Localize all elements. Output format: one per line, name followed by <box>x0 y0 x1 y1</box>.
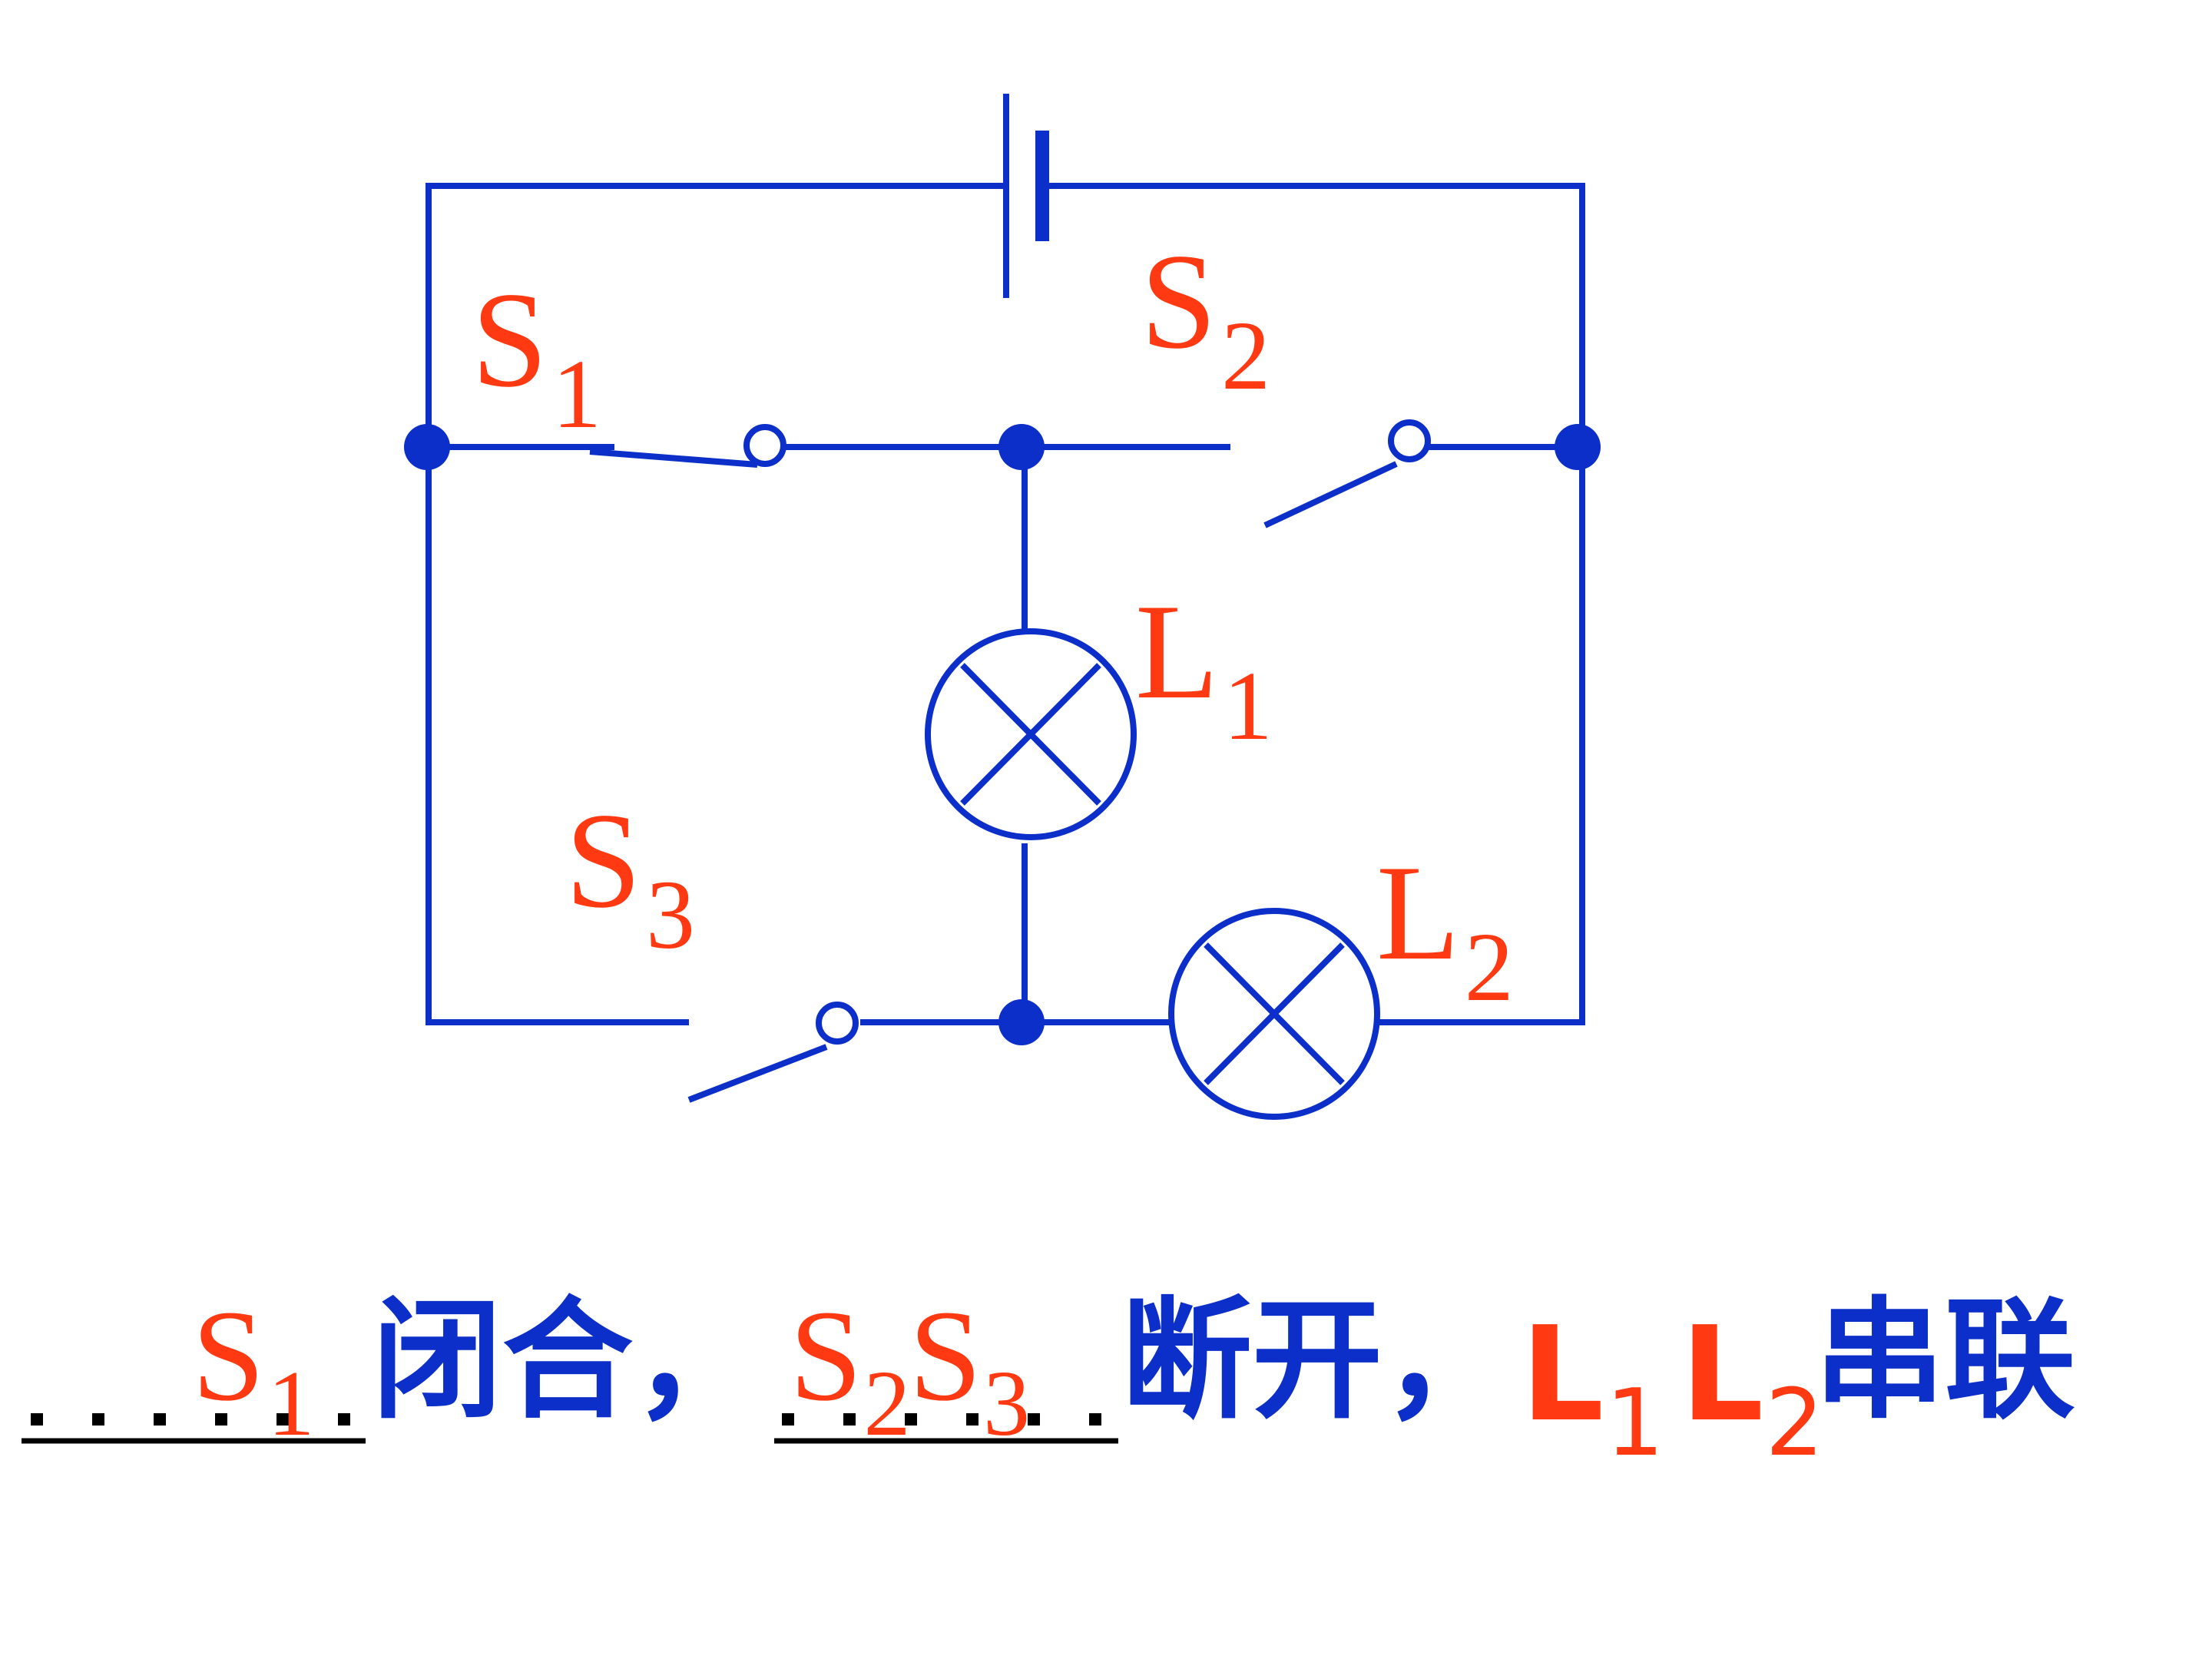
caption-closed-text: 闭合， <box>372 1285 763 1437</box>
switch-s3-blade <box>687 1044 828 1103</box>
switch-s3-contact <box>816 1002 859 1045</box>
label-s1-sub: 1 <box>552 339 601 449</box>
label-l2-main: L <box>1376 836 1460 988</box>
label-l1-sub: 1 <box>1224 651 1273 760</box>
caption-blank-1-sub: 1 <box>268 1352 315 1455</box>
lamps <box>925 628 1380 1120</box>
caption-blank-2a-main: S <box>790 1283 863 1428</box>
caption-lamp-2-main: L <box>1681 1299 1763 1451</box>
caption-blank-2a-sub: 2 <box>864 1352 911 1455</box>
switch-blades <box>589 449 1398 1103</box>
caption-lamp-2: L2 <box>1681 1299 1824 1477</box>
label-s3-sub: 3 <box>646 860 695 969</box>
caption-lamp-1-sub: 1 <box>1605 1370 1664 1477</box>
junction-left <box>404 424 450 470</box>
caption-blank-2b-main: S <box>909 1283 982 1428</box>
switch-s2-blade <box>1263 461 1398 528</box>
caption-blank-2b-sub: 3 <box>983 1352 1030 1455</box>
lamp-l2-symbol <box>1168 908 1380 1120</box>
label-l1-main: L <box>1135 575 1219 727</box>
caption-blank-2-answer: S2S3 <box>790 1283 1030 1455</box>
lamp-l1-circle <box>925 628 1137 840</box>
junction-dots <box>404 424 1601 1045</box>
lamp-l1-cross-b <box>960 663 1101 806</box>
label-s1-main: S <box>472 263 548 416</box>
switch-s1-contact <box>743 424 786 467</box>
junction-right <box>1555 424 1601 470</box>
lamp-l1-symbol <box>925 628 1137 840</box>
label-l1: L1 <box>1135 575 1273 760</box>
label-s2-main: S <box>1141 225 1217 377</box>
switch-contacts <box>743 419 1431 1045</box>
lamp-l2-circle <box>1168 908 1380 1120</box>
caption-lamp-1: L1 <box>1521 1299 1664 1477</box>
junction-center-top <box>998 424 1045 470</box>
caption-lamp-2-sub: 2 <box>1765 1370 1823 1477</box>
lamp-l2-cross-b <box>1204 942 1345 1085</box>
caption-series-text: 串联 <box>1814 1285 2075 1437</box>
label-s3: S3 <box>565 784 695 969</box>
label-l2: L2 <box>1376 836 1514 1022</box>
label-l2-sub: 2 <box>1465 912 1514 1022</box>
label-s3-main: S <box>565 784 641 936</box>
caption-lamp-1-main: L <box>1521 1299 1604 1451</box>
caption-blank-1-main: S <box>192 1283 265 1428</box>
label-s2: S2 <box>1141 225 1270 410</box>
caption-blank-1-answer: S1 <box>192 1283 315 1455</box>
battery-symbol <box>1003 94 1049 298</box>
caption-blank-lines <box>22 1413 1118 1444</box>
label-s2-sub: 2 <box>1221 301 1270 410</box>
switch-s2-contact <box>1388 419 1431 462</box>
label-s1: S1 <box>472 263 601 449</box>
switch-s1-blade <box>589 449 758 468</box>
junction-center-bottom <box>998 999 1045 1045</box>
caption-open-text: 断开， <box>1121 1285 1513 1437</box>
component-labels: S1 S2 S3 L1 L2 <box>472 225 1514 1022</box>
